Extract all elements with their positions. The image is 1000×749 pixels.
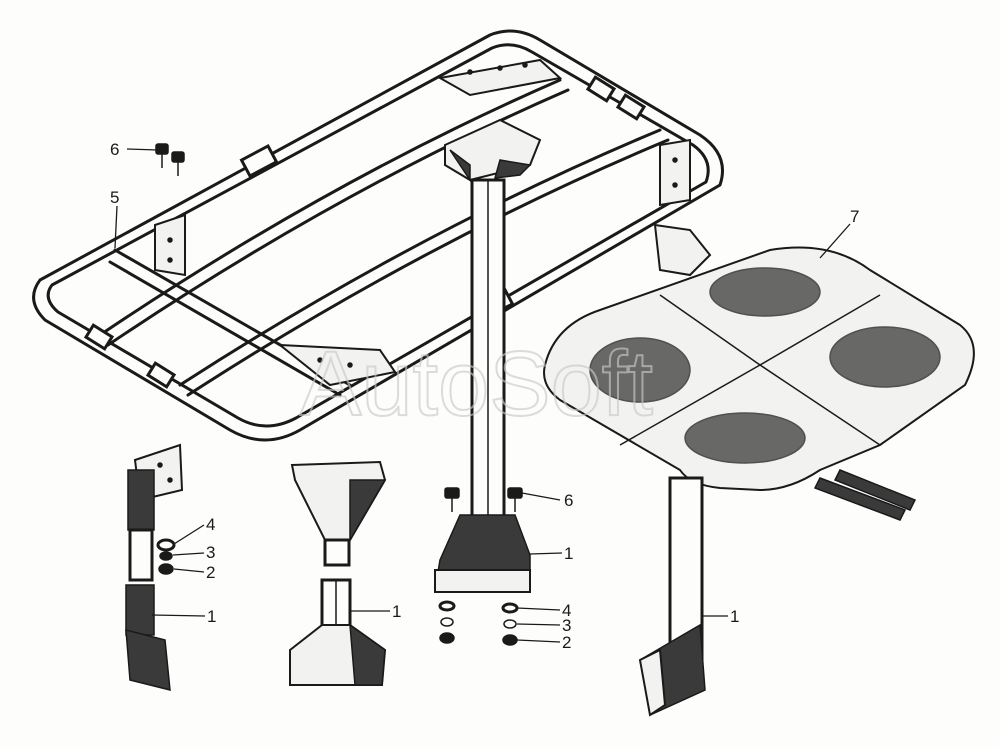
fastener-set-left xyxy=(156,538,176,575)
callout-leaders xyxy=(114,148,851,643)
table-top-panel xyxy=(543,246,975,521)
callout-6-bottom: 6 xyxy=(564,491,573,510)
center-support-post xyxy=(434,118,542,593)
callout-3-right: 3 xyxy=(562,616,571,635)
callout-3-left: 3 xyxy=(206,543,215,562)
callout-7: 7 xyxy=(850,207,859,226)
pedestal-support xyxy=(289,460,387,686)
fastener-set-center xyxy=(438,600,519,646)
callout-1-leg: 1 xyxy=(730,607,739,626)
callout-2-right: 2 xyxy=(562,633,571,652)
callout-6-top: 6 xyxy=(110,140,119,159)
callout-4-right: 4 xyxy=(562,601,571,620)
table-leg-post xyxy=(638,476,706,717)
callout-1-bracket: 1 xyxy=(207,607,216,626)
callout-1-center: 1 xyxy=(564,544,573,563)
callout-labels: 6 5 7 4 3 2 1 1 6 1 4 3 2 1 xyxy=(110,140,859,652)
callout-5: 5 xyxy=(110,188,119,207)
callout-4-left: 4 xyxy=(206,515,215,534)
watermark-text: AutoSoft xyxy=(300,333,653,435)
bracket-left xyxy=(125,443,184,691)
bolt-pair-top xyxy=(155,143,185,176)
callout-2-left: 2 xyxy=(206,563,215,582)
callout-1-pedestal: 1 xyxy=(392,602,401,621)
